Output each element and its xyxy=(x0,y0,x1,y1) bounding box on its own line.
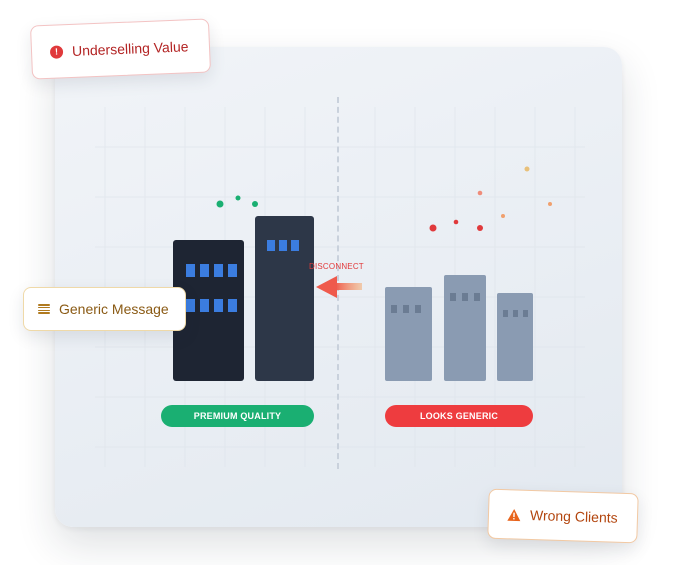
scatter-dot xyxy=(453,219,459,225)
callout-wrong-clients: Wrong Clients xyxy=(487,488,639,544)
disconnect-label: DISCONNECT xyxy=(309,262,364,271)
background-grid xyxy=(95,107,585,467)
generic-building-2 xyxy=(444,275,486,381)
sparkle-dot xyxy=(252,201,258,207)
callout-label: Generic Message xyxy=(59,301,169,317)
scatter-dot xyxy=(501,214,505,218)
scatter-dot xyxy=(477,225,483,231)
premium-building-left xyxy=(173,240,244,381)
text-lines-icon xyxy=(38,303,50,315)
disconnect-arrow xyxy=(316,276,362,298)
looks-generic-tag: LOOKS GENERIC xyxy=(385,405,533,427)
scatter-dot xyxy=(548,202,552,206)
premium-quality-tag: PREMIUM QUALITY xyxy=(161,405,314,427)
callout-underselling-value: ! Underselling Value xyxy=(29,18,212,80)
callout-label: Wrong Clients xyxy=(529,506,618,526)
warning-triangle-icon xyxy=(507,508,521,521)
scatter-dot xyxy=(524,166,530,172)
premium-building-right xyxy=(255,216,314,381)
callout-generic-message: Generic Message xyxy=(23,287,186,331)
scatter-dot xyxy=(477,190,483,196)
callout-label: Underselling Value xyxy=(71,38,189,59)
buildings-scene xyxy=(173,166,552,381)
alert-circle-icon: ! xyxy=(49,44,64,59)
sparkle-dot xyxy=(235,195,241,201)
scatter-dot xyxy=(429,224,437,232)
sparkle-dot xyxy=(216,200,224,208)
generic-building-3 xyxy=(497,293,533,381)
generic-building-1 xyxy=(385,287,432,381)
